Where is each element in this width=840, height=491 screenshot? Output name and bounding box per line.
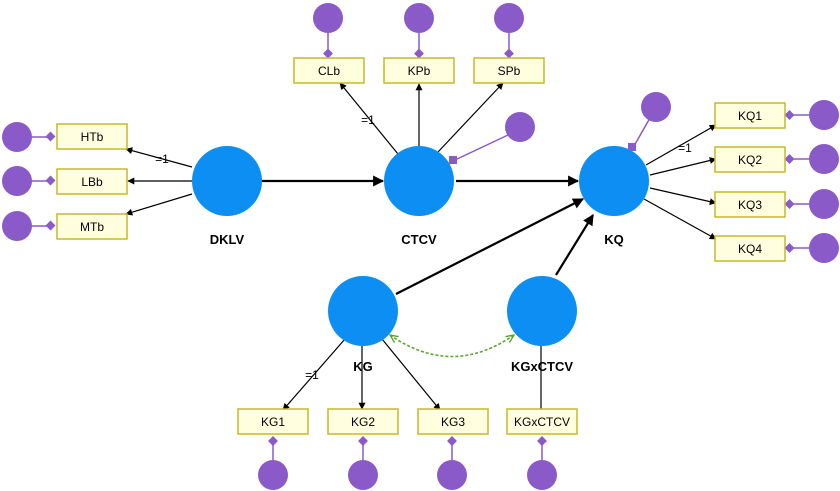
indicator-label: KG3 bbox=[441, 415, 465, 429]
indicator-clb[interactable]: CLb bbox=[293, 57, 365, 84]
indicator-label: SPb bbox=[498, 64, 521, 78]
loading-kq-kq1 bbox=[645, 124, 717, 166]
indicator-kq3[interactable]: KQ3 bbox=[714, 191, 786, 218]
constraint-label-dklv-htb: =1 bbox=[155, 152, 169, 166]
loading-kg-kg3 bbox=[381, 338, 441, 411]
latent-label: KGxCTCV bbox=[511, 359, 573, 374]
disturbance-ctcv bbox=[449, 112, 535, 164]
error-term-kq3 bbox=[784, 189, 839, 219]
latent-label: DKLV bbox=[210, 232, 245, 247]
indicator-label: HTb bbox=[81, 130, 104, 144]
indicator-label: KG1 bbox=[261, 415, 285, 429]
indicator-label: KQ4 bbox=[738, 242, 762, 256]
loading-dklv-mtb bbox=[125, 193, 193, 216]
indicator-label: KQ3 bbox=[738, 198, 762, 212]
error-term-kq4 bbox=[784, 233, 839, 263]
indicator-label: KG2 bbox=[351, 415, 375, 429]
path-kgxctcv-kq bbox=[555, 214, 594, 276]
error-term-kq2 bbox=[784, 144, 839, 174]
constraint-label-ctcv-clb: =1 bbox=[361, 113, 375, 127]
latent-dklv[interactable]: DKLV bbox=[192, 146, 262, 247]
indicator-label: KGxCTCV bbox=[514, 415, 570, 429]
latent-ctcv[interactable]: CTCV bbox=[384, 146, 454, 247]
indicator-kgxctcv[interactable]: KGxCTCV bbox=[506, 408, 578, 435]
error-term-kg2 bbox=[348, 436, 378, 490]
indicator-kq2[interactable]: KQ2 bbox=[714, 146, 786, 173]
latent-label: KG bbox=[353, 359, 373, 374]
indicator-kpb[interactable]: KPb bbox=[383, 57, 455, 84]
indicator-kg1[interactable]: KG1 bbox=[237, 408, 309, 435]
indicator-label: CLb bbox=[318, 64, 340, 78]
constraint-label-kg-kg1: =1 bbox=[305, 368, 319, 382]
error-term-kpb bbox=[404, 3, 434, 59]
error-term-clb bbox=[313, 3, 343, 59]
indicator-label: LBb bbox=[81, 175, 103, 189]
error-term-mtb bbox=[2, 211, 56, 241]
loading-dklv-htb bbox=[125, 147, 193, 168]
latent-label: CTCV bbox=[401, 232, 437, 247]
loading-kq-kq3 bbox=[649, 187, 717, 206]
error-term-htb bbox=[2, 122, 56, 152]
error-term-kgxctcv bbox=[527, 436, 557, 490]
error-term-kq1 bbox=[784, 100, 839, 130]
indicator-kq4[interactable]: KQ4 bbox=[714, 235, 786, 262]
indicator-kg2[interactable]: KG2 bbox=[327, 408, 399, 435]
disturbance-kq bbox=[628, 92, 671, 151]
indicator-label: KQ1 bbox=[738, 109, 762, 123]
indicator-label: MTb bbox=[80, 220, 104, 234]
loading-kg-kg1 bbox=[282, 338, 346, 411]
indicator-spb[interactable]: SPb bbox=[473, 57, 545, 84]
indicator-label: KPb bbox=[408, 64, 431, 78]
constraint-label-kq-kq1: =1 bbox=[678, 141, 692, 155]
error-term-lbb bbox=[2, 166, 56, 196]
loading-ctcv-spb bbox=[437, 82, 504, 153]
latent-kgxctcv[interactable]: KGxCTCV bbox=[507, 276, 577, 374]
latent-label: KQ bbox=[604, 232, 624, 247]
error-term-kg1 bbox=[258, 436, 288, 490]
loading-kq-kq2 bbox=[649, 157, 717, 176]
indicator-label: KQ2 bbox=[738, 153, 762, 167]
indicator-kg3[interactable]: KG3 bbox=[417, 408, 489, 435]
error-term-spb bbox=[494, 3, 524, 59]
indicator-kq1[interactable]: KQ1 bbox=[714, 102, 786, 129]
covariance-kg-kgxctcv bbox=[390, 335, 514, 358]
indicator-lbb[interactable]: LBb bbox=[56, 168, 128, 195]
latent-kq[interactable]: KQ bbox=[579, 146, 649, 247]
error-term-kg3 bbox=[437, 436, 467, 490]
loading-kq-kq4 bbox=[643, 198, 717, 240]
indicator-htb[interactable]: HTb bbox=[56, 123, 128, 150]
indicator-mtb[interactable]: MTb bbox=[56, 213, 128, 240]
loading-ctcv-clb bbox=[339, 82, 399, 155]
latent-kg[interactable]: KG bbox=[328, 276, 398, 374]
path-kg-kq bbox=[395, 198, 584, 295]
